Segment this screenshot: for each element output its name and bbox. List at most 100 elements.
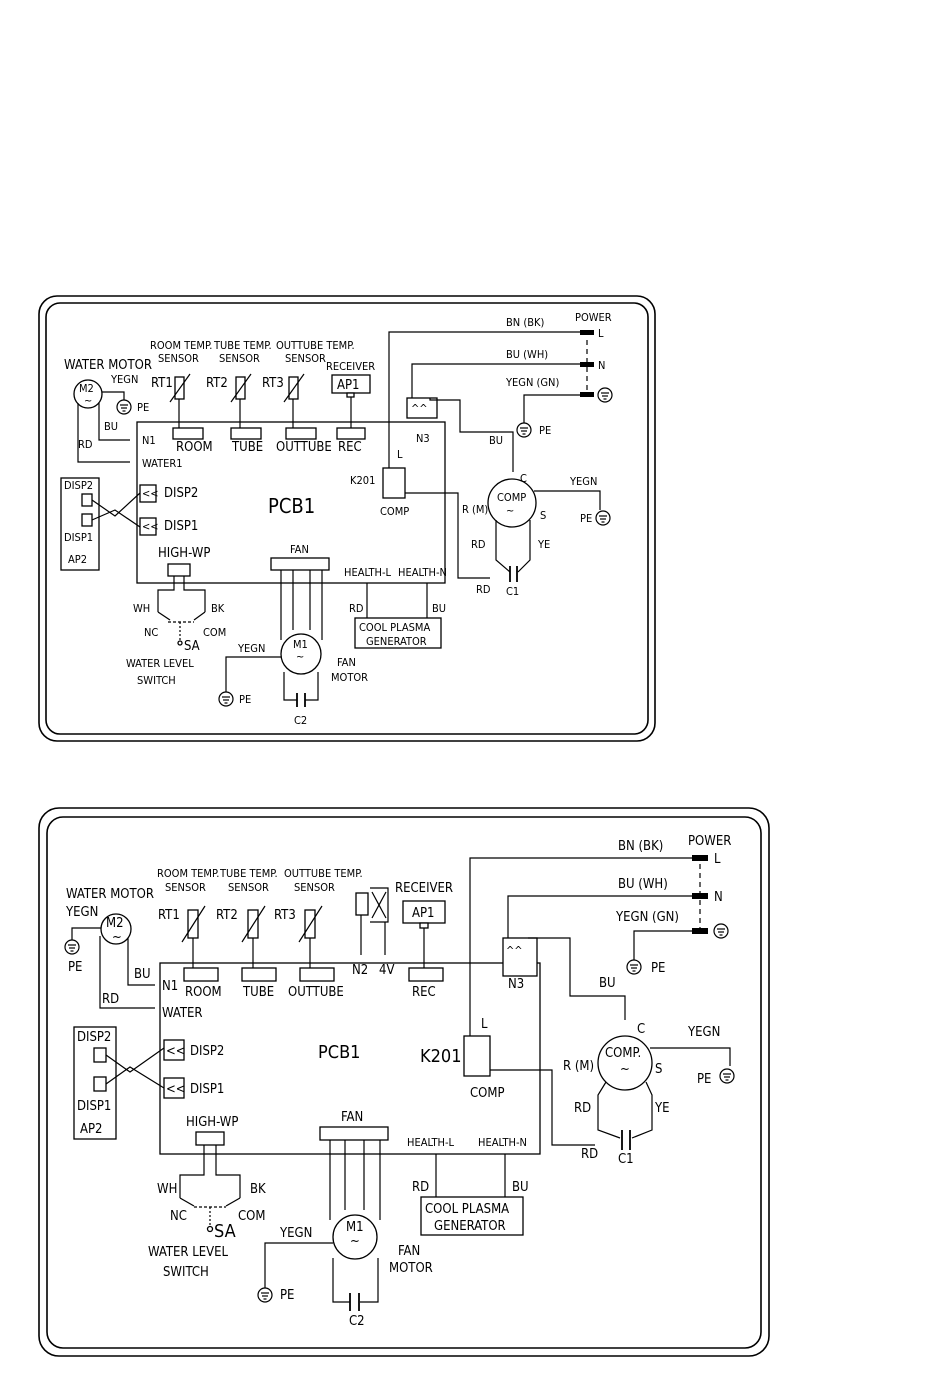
wh-label-2: WH [157,1182,177,1197]
sa-label-2: SA [214,1221,236,1242]
disp1-connector [139,517,157,536]
rec-connector [336,427,366,440]
disp1-connector-label: DISP1 [164,519,198,534]
ap2-label: AP2 [68,553,87,566]
water-motor-m2 [73,379,103,409]
terminal-l [580,330,594,335]
room-temp-label-2: SENSOR [158,352,199,365]
fan-label: FAN [290,543,309,556]
pe-water-label-2: PE [68,960,82,975]
rd-plasma-label-2: RD [412,1180,429,1195]
ye-label-2: YE [654,1101,670,1116]
earth-terminal-icon-2 [713,923,729,939]
water-motor-label: WATER MOTOR [64,358,152,373]
ground-pe-comp-icon [595,510,611,526]
n3-label: N3 [416,432,430,445]
rt1-label: RT1 [151,376,173,391]
tube-connector [230,427,262,440]
compressor-label-2: COMP. [605,1046,641,1061]
comp-c-label: C [520,472,527,485]
tube-temp-label-2-2: SENSOR [228,881,269,894]
comp-yegn-label: YEGN [569,475,597,488]
ap1-label: AP1 [337,378,360,393]
fan-motor-label-2-2: MOTOR [389,1261,433,1276]
room-temp-label-1-2: ROOM TEMP. [157,867,219,880]
outtube-connector-label-2: OUTTUBE [288,985,344,1000]
n3-connector-2 [502,937,538,977]
bu-wh-label-2: BU (WH) [618,877,668,892]
disp2-connector [139,484,157,503]
rec-connector-2 [408,967,444,982]
svg-text:^^: ^^ [506,944,523,957]
relay-l-label-2: L [481,1017,488,1032]
water-motor-m2-2 [100,913,132,945]
ground-pe-fan-icon-2 [257,1287,273,1303]
rd-water-label-2: RD [102,992,119,1007]
disp1-board-label-2: DISP1 [77,1099,111,1114]
receiver-label-2: RECEIVER [395,881,453,896]
bu-comp-label: BU [489,434,503,447]
switch-label: SWITCH [137,674,176,687]
c1-label-2: C1 [618,1152,634,1167]
outtube-connector [285,427,317,440]
compressor-motor [487,478,537,528]
generator-label: GENERATOR [366,635,427,648]
rd-water-label: RD [78,438,93,451]
disp2-board-label-2: DISP2 [77,1030,111,1045]
health-n-label-2: HEALTH-N [478,1136,527,1149]
water-level-label: WATER LEVEL [126,657,194,670]
cool-plasma-generator-2 [420,1196,524,1236]
ap2-label-2: AP2 [80,1122,103,1137]
relay-l-label: L [397,448,403,461]
pe-fan-label-2: PE [280,1288,294,1303]
pe-comp-label: PE [580,512,592,525]
outtube-temp-label-2-2: SENSOR [294,881,335,894]
water-label-2: WATER [162,1006,203,1021]
tube-connector-label: TUBE [231,440,263,455]
rt3-label: RT3 [262,376,284,391]
terminal-l-label: L [598,327,604,340]
comp-relay-label: COMP [380,505,409,518]
disp2-connector-2 [163,1039,185,1061]
four-way-valve-box [355,892,369,916]
c2-label: C2 [294,714,307,727]
ye-label: YE [537,538,550,551]
pcb1-board [136,421,446,584]
tube-temp-label-1-2: TUBE TEMP. [219,867,278,880]
room-temp-label-2-2: SENSOR [165,881,206,894]
ground-pe-water-icon [116,399,132,415]
rt2-label-2: RT2 [216,908,238,923]
comp-rm-label: R (M) [462,503,488,516]
terminal-earth [580,392,594,397]
receiver-label: RECEIVER [326,360,375,373]
health-n-label: HEALTH-N [398,566,447,579]
disp1-connector-label-2: DISP1 [190,1082,224,1097]
ground-pe-fan-icon [218,691,234,707]
c2-label-2: C2 [349,1314,365,1329]
disp2-board-label: DISP2 [64,479,93,492]
wh-label: WH [133,602,150,615]
svg-text:~: ~ [296,650,304,663]
diagram-2-frame-outer [38,807,770,1357]
svg-text:<<: << [166,1082,186,1097]
svg-text:<<: << [142,520,159,533]
outtube-temp-label-1: OUTTUBE TEMP. [276,339,355,352]
ground-pe-power-icon-2 [626,959,642,975]
tube-temp-label-1: TUBE TEMP. [213,339,272,352]
rd-bottom-label: RD [476,583,491,596]
ground-pe-power-icon [516,422,532,438]
outtube-connector-2 [299,967,335,982]
n2-label: N2 [352,963,368,978]
svg-text:<<: << [142,487,159,500]
comp-c-label-2: C [637,1022,645,1037]
disp1-connector-2 [163,1077,185,1099]
terminal-n [580,362,594,367]
generator-label-2: GENERATOR [434,1219,506,1234]
outtube-temp-label-1-2: OUTTUBE TEMP. [284,867,363,880]
nc-label: NC [144,626,158,639]
svg-text:~: ~ [84,394,92,407]
fan-label-2: FAN [341,1110,363,1125]
yegn-gn-label-2: YEGN (GN) [615,910,679,925]
power-label: POWER [575,311,612,324]
